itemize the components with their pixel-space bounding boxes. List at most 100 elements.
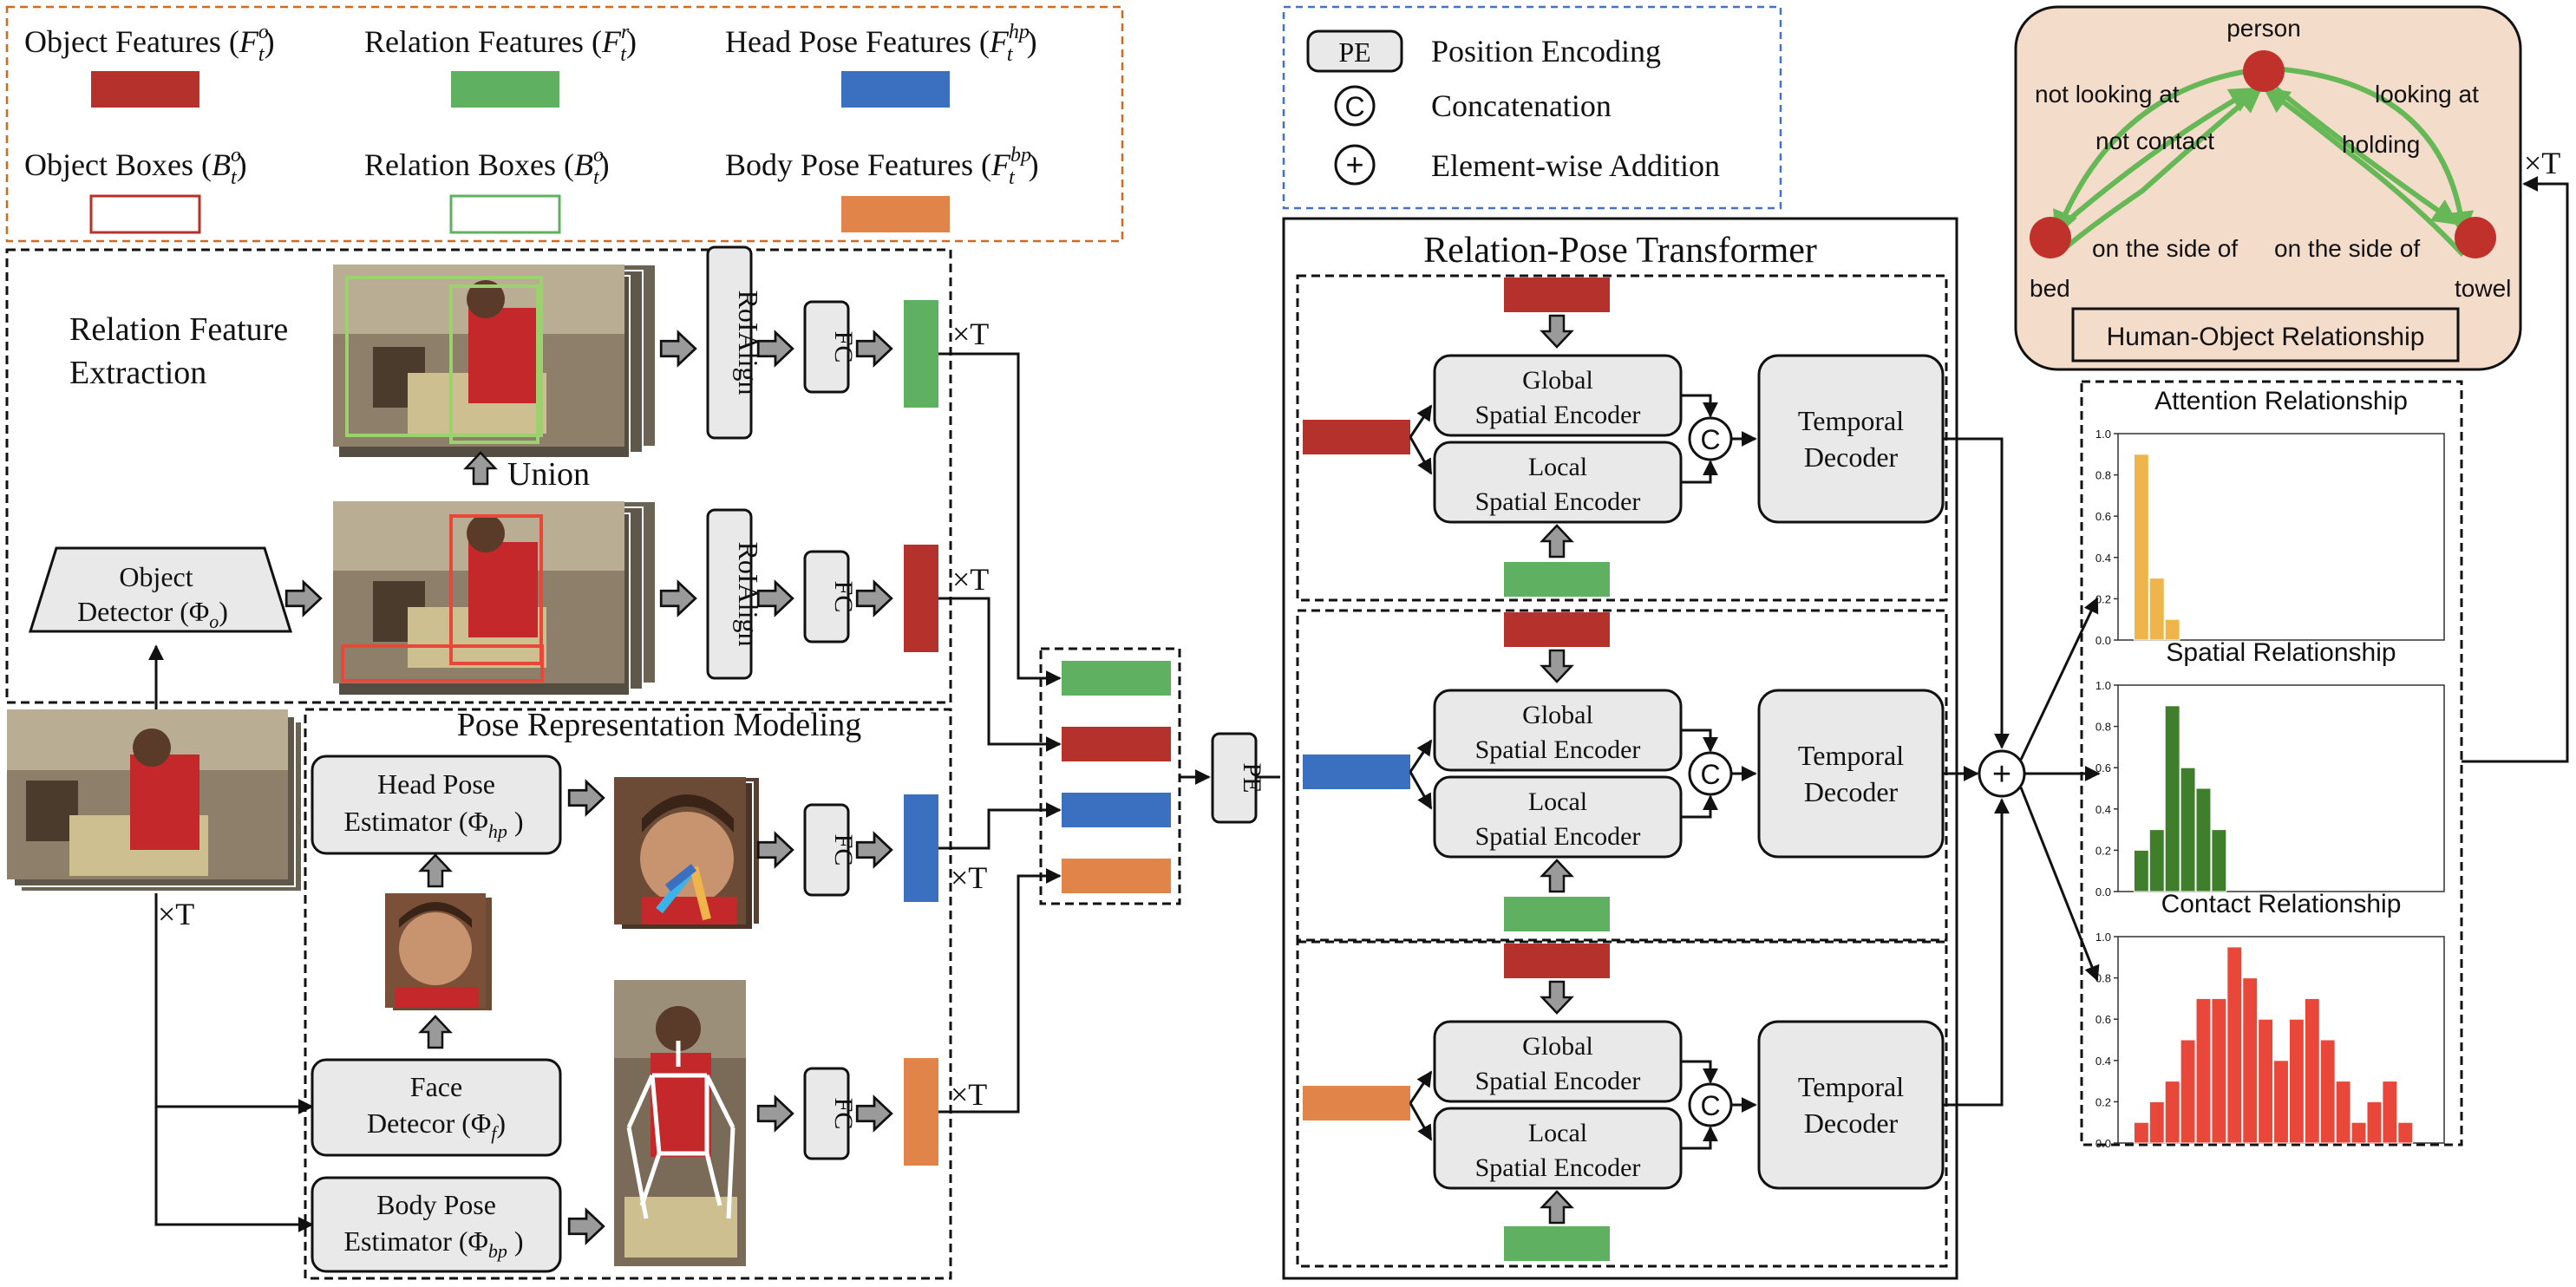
pose-representation-modeling: Pose Representation Modeling Head Pose E… [304,707,987,1280]
concat-legend-symbol: C [1344,91,1364,122]
node-bed [2030,217,2071,258]
person-label: person [2226,15,2301,42]
sum-add-symbol: + [1992,756,2011,793]
contact-relationship-bar [2382,1081,2398,1144]
relation-section-title-1: Relation Feature [69,311,288,348]
contact-relationship-ytick-label: 1.0 [2095,931,2111,944]
spatial-relationship-bar [2148,829,2165,892]
relation-times-t: ×T [952,317,989,351]
block-1-global-label-1: Global [1522,366,1593,395]
attention-relationship-ytick-label: 1.0 [2095,428,2111,441]
transformer-title: Relation-Pose Transformer [1423,231,1817,271]
add-to-attention-line [2019,597,2099,761]
head-pose-label-1: Head Pose [377,768,495,800]
graph-caption: Human-Object Relationship [2107,323,2425,351]
block-2-border [1296,609,1948,942]
contact-relationship-ytick-label: 0.0 [2095,1137,2111,1150]
contact-relationship-bar [2164,1081,2180,1144]
ops-border [1282,5,1782,210]
union-frames-image [333,264,657,459]
feature-stack [1039,647,1181,905]
spatial-relationship-ytick-label: 0.0 [2095,885,2111,898]
concat-legend-icon [1334,85,1376,127]
head-pose-feature-vector [904,794,938,902]
head-pose-estimator-box [311,755,562,855]
contact-relationship-bar [2148,1101,2165,1144]
block-3-bottom-feature [1504,1226,1610,1261]
object-to-stack-line [938,597,1062,752]
body-fc-label: FC [829,1098,858,1130]
head-fc-arrow-icon [756,832,794,868]
block-3-input-feature [1303,1086,1410,1120]
head-times-t: ×T [951,860,987,895]
spatial-relationship-bar [2195,787,2212,892]
add-legend-symbol: + [1345,147,1363,182]
contact-relationship-ytick-label: 0.4 [2095,1055,2111,1068]
head-out-arrow-icon [567,780,605,816]
transformer-block-body: Global Spatial Encoder Local Spatial Enc… [1296,940,1948,1268]
face-detector-label-2: Detecor (Φf) [367,1107,506,1144]
face-arrow-up-icon [419,1015,452,1049]
contact-relationship-bar [2366,1101,2383,1144]
add-legend-label: Element-wise Addition [1431,148,1720,183]
contact-relationship-bar [2304,997,2320,1144]
block-2-local-label-2: Spatial Encoder [1475,822,1641,851]
contact-relationship-bar [2195,997,2212,1144]
body-times-t: ×T [951,1077,987,1112]
body-fc-box [803,1067,850,1160]
add-legend-icon [1334,144,1376,186]
edge-holding [2274,86,2459,225]
looking-at-label: looking at [2375,81,2479,108]
body-pose-label-2: Estimator (Φbp ) [343,1225,523,1262]
fc-top-label: FC [829,331,858,363]
pe-legend-box [1306,29,1403,73]
body-fc-arrow-icon [756,1095,794,1132]
spatial-relationship-ytick-label: 0.2 [2095,844,2111,857]
block-1-concat-symbol: C [1700,424,1720,455]
relation-feature-vector [904,300,938,408]
block-1-split-up-line [1409,404,1433,438]
human-object-relationship-graph: person bed towel not looking at not cont… [2014,5,2522,371]
body-pose-label-1: Body Pose [376,1189,496,1220]
block-2-global-label-1: Global [1522,701,1593,729]
block-1-local-to-concat [1681,460,1718,484]
legend-object-feature-swatch [91,71,199,108]
input-to-body-line [154,893,314,1232]
block-1-temporal-label-2: Decoder [1804,441,1899,473]
attention-relationship-bar [2133,454,2149,641]
contact-relationship-bar [2258,1018,2274,1144]
block-1-global-label-2: Spatial Encoder [1475,401,1641,429]
block-3-global-to-concat [1681,1060,1718,1084]
block-2-top-feature [1504,612,1610,647]
block-2-temporal-label-2: Decoder [1804,776,1899,807]
contact-relationship-bar [2335,1081,2351,1144]
contact-relationship-title: Contact Relationship [2161,890,2402,918]
spatial-relationship-bar [2211,829,2227,892]
spatial-relationship-ytick-label: 0.8 [2095,721,2111,734]
input-times-t: ×T [158,897,194,931]
attention-relationship-ytick-label: 0.6 [2095,510,2111,523]
transformer-block-head: Global Spatial Encoder Local Spatial Enc… [1296,609,1948,942]
node-person [2243,50,2285,92]
body-pose-estimator-box [311,1176,562,1273]
union-label: Union [507,456,590,493]
spatial-relationship-ytick-label: 0.6 [2095,761,2111,774]
bed-label: bed [2030,275,2070,302]
pe-legend-label: Position Encoding [1431,34,1661,69]
pose-section-border [304,708,952,1280]
block-3-concat-symbol: C [1700,1090,1720,1121]
contact-relationship-bar [2242,977,2259,1144]
object-detector-label-1: Object [119,561,193,592]
block-2-local-label-1: Local [1528,787,1587,816]
on-side-of-left-label: on the side of [2092,235,2238,262]
object-frames-image [333,500,657,696]
fc-top-box [803,300,850,394]
legend-relation-box-swatch [449,194,561,234]
legend-body-pose-swatch [841,196,950,232]
charts-border [2080,380,2463,1147]
relation-section-border [5,248,952,704]
